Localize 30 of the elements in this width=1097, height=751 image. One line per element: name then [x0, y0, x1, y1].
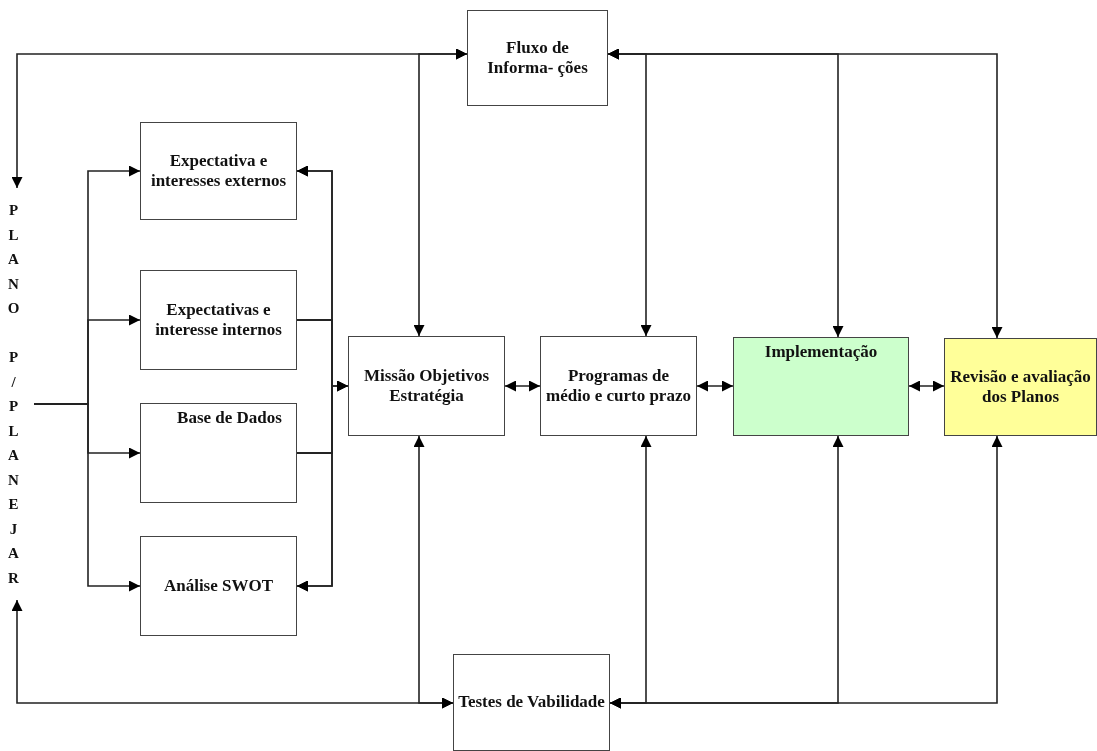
process-box	[140, 270, 297, 370]
process-box	[140, 122, 297, 220]
process-box	[467, 10, 608, 106]
arrow	[908, 380, 945, 392]
arrow	[696, 380, 734, 392]
box-label: Expectativas e interesse internos	[154, 299, 283, 341]
process-box	[944, 338, 1097, 436]
process-box	[453, 654, 610, 751]
box-label: Análise SWOT	[163, 575, 274, 597]
arrow	[33, 403, 141, 592]
arrow	[413, 435, 454, 709]
process-box	[140, 536, 297, 636]
box-label: Expectativa e interesses externos	[149, 150, 288, 192]
box-label: Revisão e avaliação dos Planos	[949, 366, 1092, 408]
arrow	[609, 435, 1003, 709]
process-box	[540, 336, 697, 436]
box-label: Missão Objetivos Estratégia	[362, 365, 491, 407]
arrow	[296, 452, 333, 592]
box-label: Base de Dados	[176, 408, 282, 429]
process-box	[140, 403, 297, 503]
process-box	[348, 336, 505, 436]
arrow	[413, 48, 468, 337]
box-label: Fluxo de Informa- ções	[486, 37, 589, 79]
vertical-label: PLANO P/PLANEJAR	[6, 201, 21, 588]
arrow	[607, 48, 1003, 339]
process-box	[733, 337, 909, 436]
box-label: Programas de médio e curto prazo	[545, 365, 692, 407]
arrow	[504, 380, 541, 392]
box-label: Implementação	[764, 342, 878, 363]
box-label: Testes de Vabilidade	[458, 692, 605, 713]
